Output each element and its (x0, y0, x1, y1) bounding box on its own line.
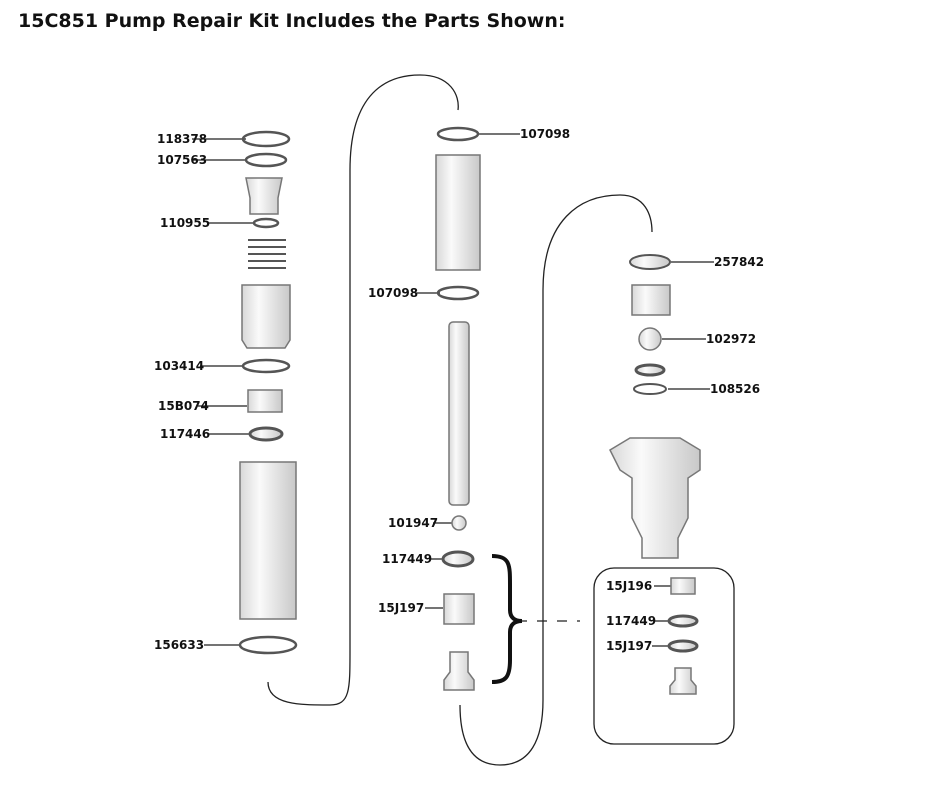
inset-label-117449: 117449 (606, 614, 657, 628)
guide-curve-left (267, 74, 459, 706)
inset-label-15j197: 15J197 (606, 639, 653, 653)
part-label-117446: 117446 (160, 427, 211, 441)
part-label-107098-top: 107098 (520, 127, 571, 141)
part-label-107563: 107563 (157, 153, 208, 167)
part-label-110955: 110955 (160, 216, 211, 230)
part-label-108526: 108526 (710, 382, 761, 396)
part-label-103414: 103414 (154, 359, 205, 373)
part-label-15j197: 15J197 (378, 601, 425, 615)
part-label-118378: 118378 (157, 132, 208, 146)
part-label-15b074: 15B074 (158, 399, 209, 413)
guide-curve-right (459, 194, 653, 766)
diagram-title: 15C851 Pump Repair Kit Includes the Part… (18, 10, 566, 32)
part-label-107098: 107098 (368, 286, 419, 300)
part-label-101947: 101947 (388, 516, 439, 530)
inset-label-15j196: 15J196 (606, 579, 653, 593)
part-label-257842: 257842 (714, 255, 765, 269)
part-label-102972: 102972 (706, 332, 757, 346)
bracket-brace (491, 554, 523, 684)
part-label-117449: 117449 (382, 552, 433, 566)
part-label-156633: 156633 (154, 638, 205, 652)
